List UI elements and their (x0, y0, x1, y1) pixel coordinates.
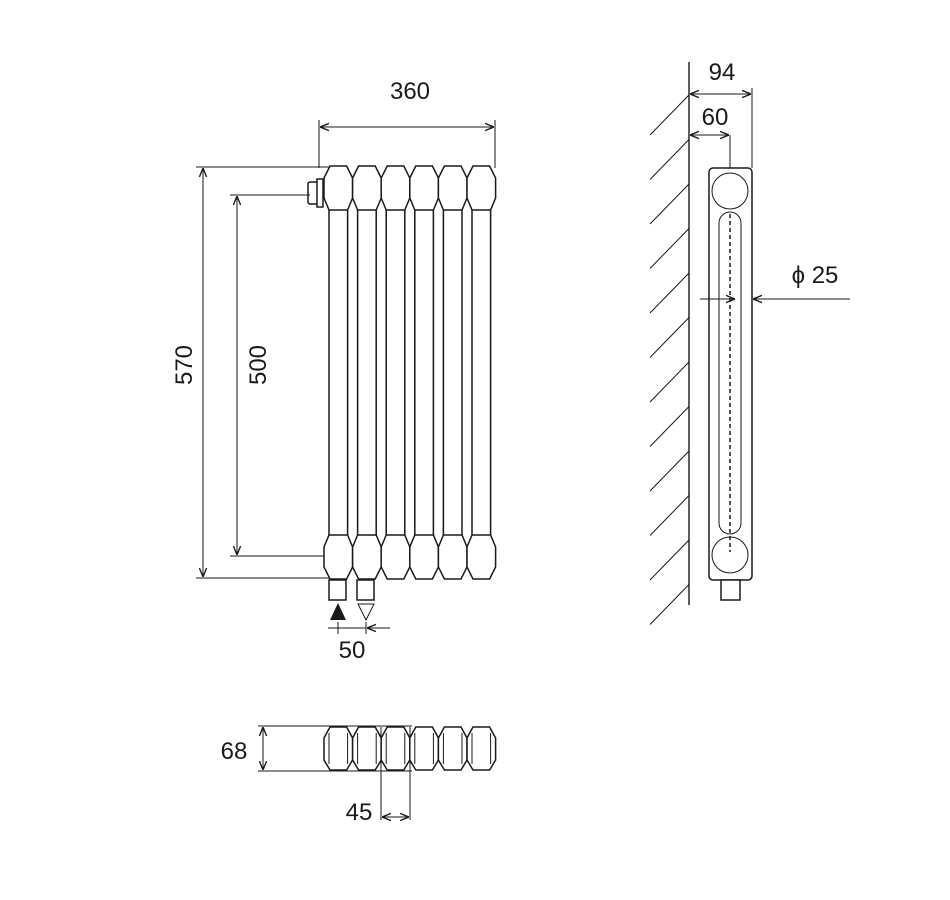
top-header-circle (711, 172, 749, 210)
hatch-line (649, 450, 690, 492)
radiator-section (380, 165, 411, 580)
bottom-depth-dimension: 68 (221, 725, 412, 772)
front-view (323, 165, 497, 580)
hatch-line (649, 317, 690, 358)
radiator-section-plan (380, 726, 411, 771)
column-tube-slot (718, 211, 742, 535)
section-pitch-dimension: 45 (346, 727, 411, 826)
height-label: 570 (171, 345, 198, 385)
hatch-line (649, 228, 690, 269)
radiator-section-plan (351, 726, 382, 771)
inlet-pipe (328, 579, 347, 601)
hatch-line (649, 183, 690, 225)
connection-centers-dimension: 500 (230, 194, 324, 557)
hatch-line (649, 139, 690, 180)
side-view (649, 62, 753, 625)
radiator-section (437, 165, 468, 580)
valve-plug (307, 178, 324, 208)
hatch-line (649, 584, 690, 625)
pipe-diameter-label: ϕ 25 (792, 262, 839, 289)
depth-label: 94 (709, 59, 736, 86)
bottom-view (323, 726, 497, 771)
connection-spacing-label: 50 (339, 637, 366, 664)
hatch-line (649, 361, 690, 403)
bottom-depth-label: 68 (221, 738, 248, 765)
hatch-line (649, 94, 690, 136)
side-pipe (720, 579, 741, 601)
outlet-pipe (356, 579, 375, 601)
hatch-line (649, 272, 690, 314)
hatch-line (649, 539, 690, 581)
connection-spacing-dimension: 50 (328, 622, 390, 664)
section-pitch-label: 45 (346, 799, 373, 826)
radiator-section (466, 165, 497, 580)
hatch-line (649, 495, 690, 536)
radiator-section-plan (409, 726, 440, 771)
flow-out-icon (357, 603, 375, 622)
pipe-diameter-dimension: ϕ 25 (700, 262, 850, 299)
wall-to-center-label: 60 (702, 104, 729, 131)
width-label: 360 (390, 78, 430, 105)
radiator-section-plan (466, 726, 497, 771)
wall-to-center-dimension: 94 60 (690, 104, 731, 168)
wall-hatching (649, 94, 690, 625)
hatch-line (649, 406, 690, 447)
radiator-section (323, 165, 354, 580)
radiator-section-plan (323, 726, 354, 771)
depth-dimension: 94 (690, 59, 753, 168)
width-dimension: 360 (318, 78, 496, 168)
radiator-section (409, 165, 440, 580)
flow-in-icon (330, 603, 346, 620)
radiator-section (351, 165, 382, 580)
radiator-section-plan (437, 726, 468, 771)
connection-centers-label: 500 (245, 345, 272, 385)
height-dimension: 570 (171, 166, 330, 579)
